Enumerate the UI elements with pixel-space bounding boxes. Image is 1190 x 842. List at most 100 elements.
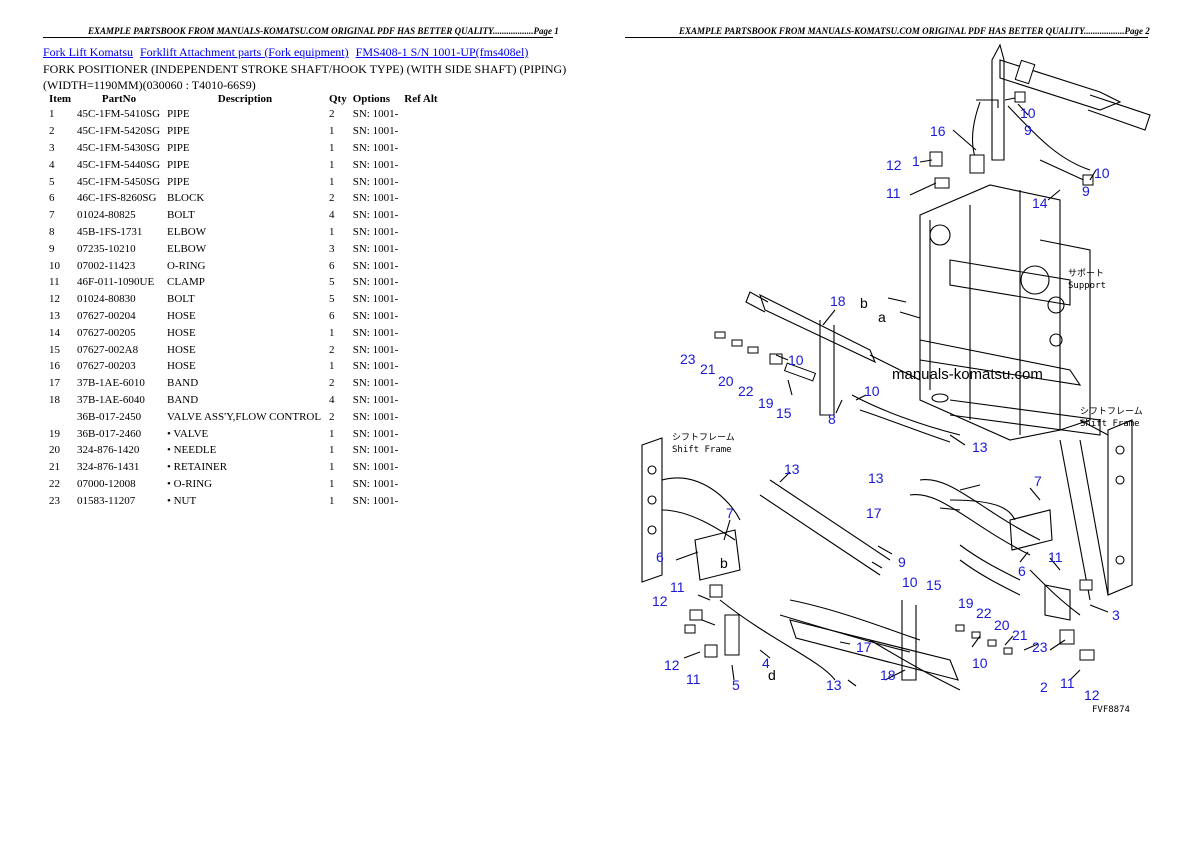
cell-ref-alt bbox=[401, 106, 447, 123]
cell-partno: 46C-1FS-8260SG bbox=[77, 192, 157, 205]
cell-options: SN: 1001- bbox=[352, 125, 399, 138]
callout-numbers: 10 9 16 12 1 11 10 9 14 18 10 23 21 20 2… bbox=[652, 105, 1120, 703]
breadcrumb-link-attachment-parts[interactable]: Forklift Attachment parts (Fork equipmen… bbox=[140, 45, 349, 59]
cell-ref-alt bbox=[401, 408, 447, 425]
cell-qty: 2 bbox=[329, 192, 335, 205]
cell-partno: 07627-002A8 bbox=[77, 343, 139, 356]
cell-item: 22 bbox=[49, 477, 60, 490]
cell-ref-alt bbox=[401, 392, 447, 409]
callout-11: 11 bbox=[686, 671, 701, 687]
callout-11: 11 bbox=[1060, 675, 1075, 691]
callout-3: 3 bbox=[1112, 607, 1120, 623]
cell-ref-alt bbox=[401, 476, 447, 493]
cell-description: CLAMP bbox=[167, 276, 205, 289]
callout-7: 7 bbox=[1034, 473, 1042, 489]
cell-options: SN: 1001- bbox=[352, 242, 399, 255]
cell-qty: 1 bbox=[329, 326, 335, 339]
cell-qty: 5 bbox=[329, 276, 335, 289]
callout-22: 22 bbox=[976, 605, 992, 621]
upper-assembly-drawing bbox=[714, 43, 1151, 446]
cell-options: SN: 1001- bbox=[352, 326, 399, 339]
cell-item: 13 bbox=[49, 309, 60, 322]
callout-12: 12 bbox=[664, 657, 680, 673]
cell-description: • NEEDLE bbox=[167, 444, 217, 457]
cell-item: 12 bbox=[49, 293, 60, 306]
cell-partno: 45C-1FM-5410SG bbox=[77, 108, 161, 121]
cell-item: 2 bbox=[49, 125, 55, 138]
callout-4: 4 bbox=[762, 655, 770, 671]
column-header-partno: PartNo bbox=[101, 92, 137, 105]
cell-item: 14 bbox=[49, 326, 60, 339]
cell-options: SN: 1001- bbox=[352, 360, 399, 373]
cell-item: 3 bbox=[49, 141, 55, 154]
cell-partno: 07627-00205 bbox=[77, 326, 136, 339]
cell-options: SN: 1001- bbox=[352, 343, 399, 356]
callout-10: 10 bbox=[972, 655, 988, 671]
cell-description: HOSE bbox=[167, 326, 196, 339]
cell-description: • RETAINER bbox=[167, 461, 228, 474]
callout-21: 21 bbox=[1012, 627, 1028, 643]
figure-code: FVF8874 bbox=[1092, 705, 1130, 715]
cell-item bbox=[43, 408, 74, 425]
cell-ref-alt bbox=[401, 173, 447, 190]
cell-description: BAND bbox=[167, 393, 199, 406]
cell-qty: 1 bbox=[329, 225, 335, 238]
cell-options: SN: 1001- bbox=[352, 377, 399, 390]
cell-ref-alt bbox=[401, 324, 447, 341]
cell-options: SN: 1001- bbox=[352, 158, 399, 171]
cell-partno: 45C-1FM-5440SG bbox=[77, 158, 161, 171]
cell-ref-alt bbox=[401, 425, 447, 442]
cell-partno: 07000-12008 bbox=[77, 477, 136, 490]
callout-10: 10 bbox=[902, 574, 918, 590]
cell-partno: 01583-11207 bbox=[77, 494, 136, 507]
cell-item: 5 bbox=[49, 175, 55, 188]
cell-options: SN: 1001- bbox=[352, 175, 399, 188]
callout-11: 11 bbox=[1048, 549, 1063, 565]
cell-item: 8 bbox=[49, 225, 55, 238]
cell-description: PIPE bbox=[167, 125, 190, 138]
callout-17: 17 bbox=[866, 505, 882, 521]
cell-qty: 1 bbox=[329, 141, 335, 154]
callout-17: 17 bbox=[856, 639, 872, 655]
callout-9: 9 bbox=[1024, 122, 1032, 138]
cell-qty: 1 bbox=[329, 360, 335, 373]
section-title: FORK POSITIONER (INDEPENDENT STROKE SHAF… bbox=[43, 62, 567, 92]
cell-ref-alt bbox=[401, 240, 447, 257]
page-2-header: EXAMPLE PARTSBOOK FROM MANUALS-KOMATSU.C… bbox=[679, 26, 1150, 36]
cell-options: SN: 1001- bbox=[352, 309, 399, 322]
cell-qty: 2 bbox=[329, 343, 335, 356]
breadcrumb-link-fork-lift-komatsu[interactable]: Fork Lift Komatsu bbox=[43, 45, 133, 59]
cell-item: 18 bbox=[49, 393, 60, 406]
shift-frame-label-en-left: Shift Frame bbox=[672, 445, 732, 455]
cell-options: SN: 1001- bbox=[352, 427, 399, 440]
cell-qty: 3 bbox=[329, 242, 335, 255]
shift-frame-label-jp-left: シフトフレーム bbox=[672, 432, 735, 443]
diagram-watermark: manuals-komatsu.com bbox=[892, 366, 1043, 383]
callout-9: 9 bbox=[898, 554, 906, 570]
cell-item: 20 bbox=[49, 444, 60, 457]
cell-ref-alt bbox=[401, 207, 447, 224]
cell-qty: 4 bbox=[329, 209, 335, 222]
cell-ref-alt bbox=[401, 224, 447, 241]
cell-qty: 1 bbox=[329, 477, 335, 490]
callout-20: 20 bbox=[994, 617, 1010, 633]
callout-16: 16 bbox=[930, 123, 946, 139]
cell-item: 21 bbox=[49, 461, 60, 474]
cell-qty: 6 bbox=[329, 259, 335, 272]
cell-options: SN: 1001- bbox=[352, 444, 399, 457]
parts-table-header-row: Item PartNo Description Qty Options Ref … bbox=[43, 91, 447, 106]
cell-options: SN: 1001- bbox=[352, 494, 399, 507]
cell-options: SN: 1001- bbox=[352, 259, 399, 272]
breadcrumb-link-model[interactable]: FMS408-1 S/N 1001-UP(fms408el) bbox=[355, 45, 529, 59]
callout-19: 19 bbox=[958, 595, 974, 611]
